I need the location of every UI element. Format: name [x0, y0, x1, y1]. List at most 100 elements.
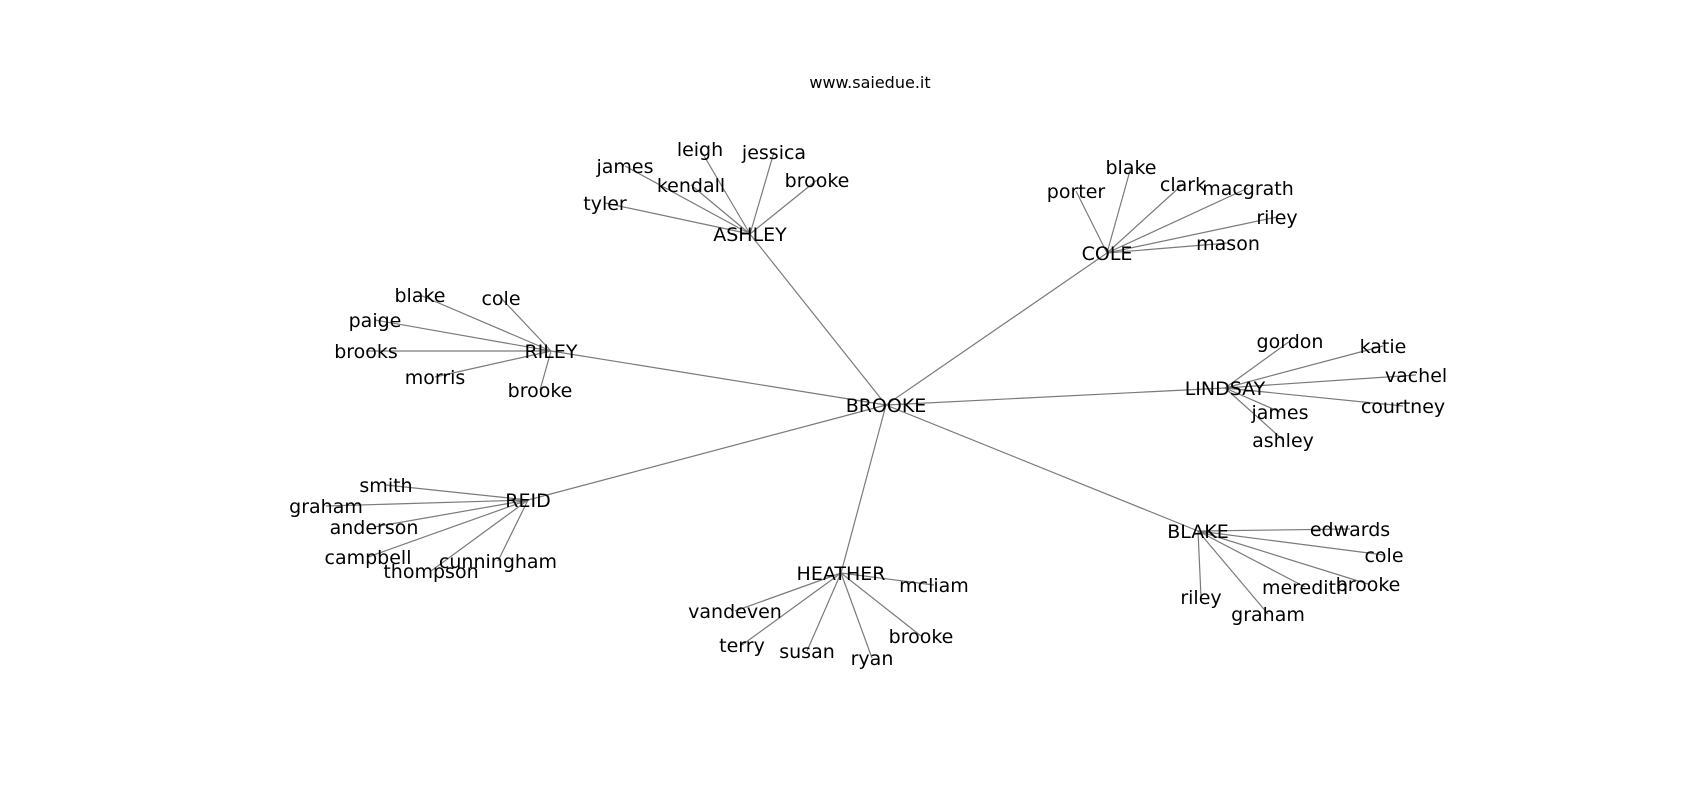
edge-center-cole [885, 252, 1108, 406]
leaf-node-label: gordon [1257, 331, 1324, 353]
edge-cole-clark [1106, 183, 1184, 254]
leaf-node-label: clark [1160, 174, 1206, 196]
leaf-node-label: katie [1360, 336, 1407, 358]
leaf-node-label: james [1250, 402, 1308, 424]
edge-ashley-brooke [749, 179, 818, 235]
leaf-node-label: mason [1196, 233, 1260, 255]
leaf-node-label: thompson [383, 561, 478, 583]
hub-node-label: HEATHER [797, 563, 886, 585]
edge-ashley-jessica [749, 151, 775, 235]
edge-blake-cole [1197, 530, 1385, 556]
leaf-node-label: graham [289, 496, 363, 518]
leaf-node-label: riley [1180, 587, 1221, 609]
edge-reid-smith [385, 484, 529, 501]
hub-node-label: RILEY [524, 341, 577, 363]
edge-heather-susan [806, 572, 842, 652]
edge-center-lindsay [885, 387, 1226, 406]
edge-heather-vandeven [734, 572, 842, 612]
edge-heather-mcliam [840, 572, 935, 586]
edge-ashley-tyler [604, 202, 751, 235]
edge-center-ashley [749, 233, 887, 406]
edge-cole-riley [1106, 216, 1278, 254]
edge-reid-graham [325, 499, 529, 507]
edge-lindsay-vachel [1224, 374, 1417, 389]
leaf-node-label: morris [405, 367, 466, 389]
leaf-node-label: kendall [657, 175, 725, 197]
hub-node-label: ASHLEY [713, 224, 787, 246]
leaf-node-label: brooke [508, 380, 573, 402]
leaf-node-label: ashley [1252, 430, 1314, 452]
leaf-node-label: porter [1047, 181, 1106, 203]
leaf-node-label: james [595, 156, 653, 178]
leaf-node-label: blake [395, 285, 446, 307]
edge-lindsay-katie [1224, 345, 1384, 389]
leaf-node-label: vachel [1385, 365, 1447, 387]
edge-lindsay-gordon [1224, 340, 1291, 389]
edge-heather-terry [741, 572, 842, 646]
edge-reid-thompson [430, 499, 529, 572]
edge-blake-edwards [1197, 528, 1351, 532]
leaf-node-label: brooke [889, 626, 954, 648]
leaf-node-label: cunningham [439, 551, 557, 573]
leaf-node-label: terry [719, 635, 765, 657]
leaf-node-label: blake [1106, 157, 1157, 179]
edge-blake-graham [1197, 530, 1269, 615]
edge-reid-campbell [367, 499, 529, 558]
edge-riley-cole [500, 297, 552, 352]
leaf-node-label: meredith [1262, 577, 1348, 599]
leaf-node-label: anderson [330, 517, 419, 539]
leaf-node-label: paige [349, 310, 402, 332]
edge-riley-morris [434, 350, 552, 378]
leaf-node-label: cole [481, 288, 520, 310]
edge-blake-meredith [1197, 530, 1306, 588]
edge-center-reid [527, 404, 887, 501]
edge-riley-brooke [539, 350, 552, 391]
leaf-node-label: brooke [785, 170, 850, 192]
edge-reid-anderson [373, 499, 529, 528]
edge-ashley-james [624, 165, 751, 235]
leaf-node-label: edwards [1310, 519, 1390, 541]
edge-lindsay-james [1224, 387, 1281, 413]
edge-heather-ryan [840, 572, 873, 659]
edge-heather-brooke [840, 572, 922, 637]
leaf-node-label: jessica [741, 142, 806, 164]
leaf-node-label: susan [779, 641, 835, 663]
center-node-label: BROOKE [846, 395, 927, 417]
leaf-node-label: ryan [851, 648, 894, 670]
edge-riley-blake [419, 294, 552, 352]
leaf-node-label: campbell [325, 547, 412, 569]
leaf-node-label: courtney [1361, 396, 1445, 418]
leaf-node-label: graham [1231, 604, 1305, 626]
edge-blake-brooke [1197, 530, 1369, 585]
leaf-node-label: tyler [583, 193, 627, 215]
edge-ashley-kendall [690, 184, 751, 235]
edge-ashley-leigh [699, 148, 751, 235]
hub-node-label: REID [505, 490, 550, 512]
leaf-node-label: brooks [334, 341, 398, 363]
site-title: www.saiedue.it [809, 73, 930, 92]
leaf-node-label: vandeven [688, 601, 782, 623]
edge-cole-blake [1106, 166, 1132, 254]
leaf-node-label: riley [1256, 207, 1297, 229]
hub-node-label: LINDSAY [1185, 378, 1266, 400]
edge-center-riley [550, 350, 887, 406]
leaf-node-label: macgrath [1202, 178, 1294, 200]
edge-riley-paige [374, 319, 552, 352]
leaf-node-label: cole [1364, 545, 1403, 567]
edge-reid-cunningham [497, 499, 529, 562]
edges-layer [325, 148, 1417, 659]
edge-lindsay-ashley [1224, 387, 1284, 441]
edge-cole-mason [1106, 242, 1229, 254]
edge-center-heather [840, 404, 887, 574]
leaf-node-label: brooke [1336, 574, 1401, 596]
edge-blake-riley [1197, 530, 1202, 598]
hub-node-label: BLAKE [1167, 521, 1229, 543]
edge-cole-macgrath [1106, 187, 1249, 254]
edge-lindsay-courtney [1224, 387, 1404, 407]
leaf-node-label: leigh [677, 139, 723, 161]
edge-cole-porter [1075, 190, 1108, 254]
hub-node-label: COLE [1082, 243, 1133, 265]
edge-center-blake [885, 404, 1199, 532]
